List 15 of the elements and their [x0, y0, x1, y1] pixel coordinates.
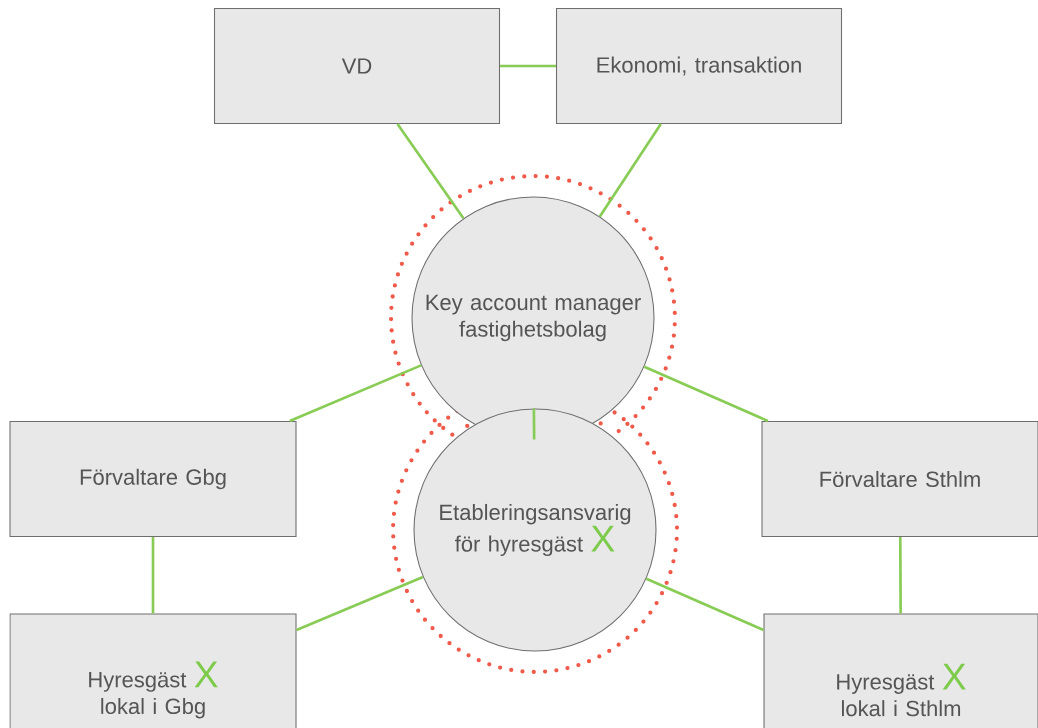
connector-line	[643, 365, 769, 423]
connector-line	[151, 537, 155, 614]
connector-line	[289, 364, 422, 423]
connector-line	[532, 408, 536, 440]
role-box: VD	[213, 7, 501, 125]
role-box: Förvaltare Gbg	[9, 420, 297, 538]
tenant-box: Hyresgäst X lokal i Sthlm	[763, 613, 1038, 728]
tenant-box: Hyresgäst X lokal i Gbg	[9, 613, 297, 728]
connector-line	[296, 575, 424, 632]
connector-line	[898, 537, 902, 614]
role-box: Ekonomi, transaktion	[555, 7, 843, 125]
role-box: Förvaltare Sthlm	[761, 420, 1038, 538]
connector-line	[500, 64, 556, 68]
connector-line	[598, 123, 662, 218]
connector-line	[396, 123, 465, 220]
